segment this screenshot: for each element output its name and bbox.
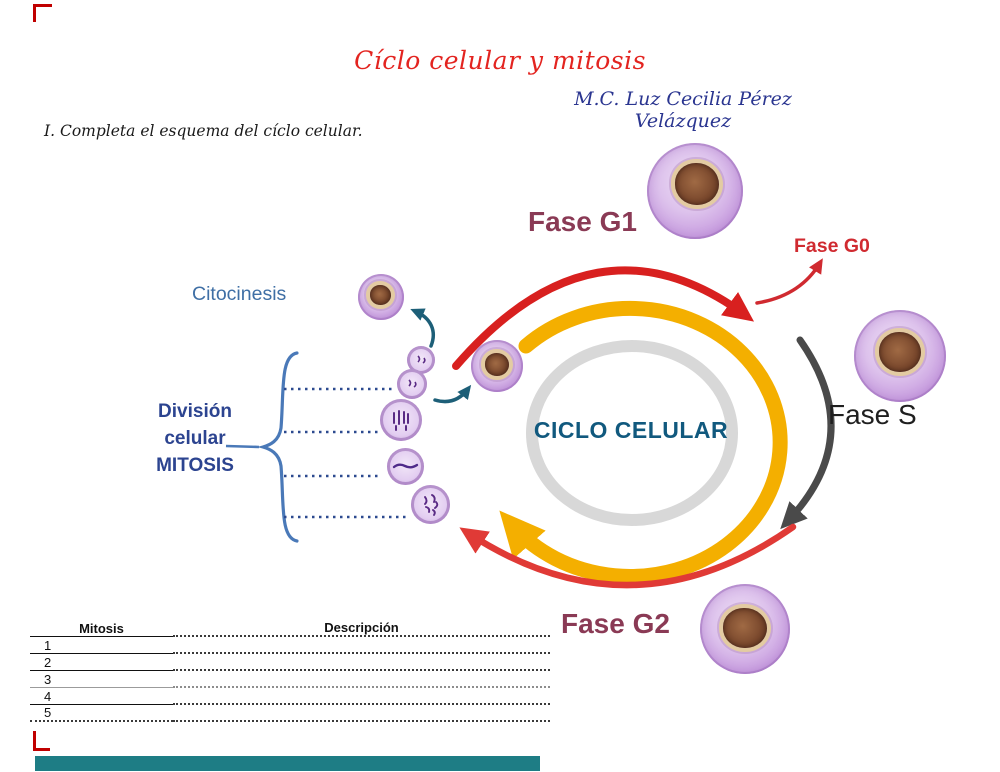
mitosis-answer-blank[interactable]: 5: [30, 705, 173, 722]
mitosis-answer-blank[interactable]: 3: [30, 672, 173, 688]
division-line-3: MITOSIS: [156, 455, 234, 476]
red-g2-arrow: [459, 523, 797, 589]
descripcion-answer-blank[interactable]: [173, 720, 550, 722]
cell-s-phase: [854, 310, 946, 402]
cell-cycle-reentry: [471, 340, 523, 392]
red-g1-arrow: [452, 266, 755, 370]
header-mitosis: Mitosis: [30, 621, 173, 637]
cell-g1-phase: [647, 143, 743, 239]
label-citocinesis: Citocinesis: [192, 283, 287, 305]
dark-s-arrow: [780, 336, 835, 530]
header-descripcion: Descripción: [173, 620, 550, 637]
cell-nucleus: [370, 285, 391, 305]
chromatin-marks: [408, 379, 417, 388]
footer-bar: [35, 756, 540, 771]
mitosis-answer-blank[interactable]: 1: [30, 638, 173, 654]
condensing-chromosome-marks: [424, 494, 439, 516]
yellow-cycle-arrow: [499, 300, 788, 584]
metaphase-plate-mark: [392, 463, 419, 469]
label-fase-g0: Fase G0: [794, 235, 870, 257]
label-division-celular-mitosis: División celular MITOSIS: [143, 398, 247, 479]
descripcion-answer-blank[interactable]: [173, 703, 550, 705]
inner-gray-ring: [526, 340, 738, 526]
page-border-corner-top-left: [33, 4, 52, 22]
cell-telophase-lobe-2: [397, 369, 427, 399]
division-line-2: celular: [164, 428, 226, 449]
brace-connector-line: [225, 444, 260, 449]
cell-anaphase: [380, 399, 422, 441]
mitosis-answer-blank[interactable]: 4: [30, 689, 173, 705]
g0-exit-arrow: [755, 258, 823, 305]
chromatin-marks: [417, 355, 426, 364]
page-border-corner-bottom-left: [33, 731, 50, 751]
mitosis-brace: [257, 351, 299, 543]
page-title: Cíclo celular y mitosis: [354, 46, 646, 75]
instruction-text: I. Completa el esquema del cíclo celular…: [44, 122, 363, 140]
label-fase-s: Fase S: [828, 399, 917, 430]
table-row: 1: [30, 637, 550, 654]
mitosis-answer-blank[interactable]: 2: [30, 655, 173, 671]
cell-nucleus: [485, 353, 509, 376]
cell-nucleus: [879, 332, 921, 372]
division-line-1: División: [158, 401, 232, 422]
label-ciclo-celular: CICLO CELULAR: [533, 417, 729, 443]
table-row: 5: [30, 705, 550, 722]
table-row: 2: [30, 654, 550, 671]
table-header-row: Mitosis Descripción: [30, 620, 550, 637]
cell-daughter: [358, 274, 404, 320]
descripcion-answer-blank[interactable]: [173, 669, 550, 671]
cell-g2-phase: [700, 584, 790, 674]
label-fase-g1: Fase G1: [528, 206, 637, 237]
teal-arrow-to-cycle-reentry: [433, 384, 472, 404]
mitosis-table: Mitosis Descripción 1 2 3 4 5: [30, 620, 550, 722]
cell-nucleus: [723, 608, 767, 648]
table-row: 4: [30, 688, 550, 705]
author-name: M.C. Luz Cecilia Pérez Velázquez: [574, 88, 792, 132]
cell-prophase: [411, 485, 450, 524]
cell-nucleus: [675, 163, 719, 205]
label-fase-g2: Fase G2: [561, 608, 670, 639]
teal-arrow-to-daughter-cell: [410, 308, 436, 348]
chromosome-marks: [393, 410, 409, 431]
descripcion-answer-blank[interactable]: [173, 652, 550, 654]
table-row: 3: [30, 671, 550, 688]
descripcion-answer-blank[interactable]: [173, 686, 550, 688]
cell-metaphase: [387, 448, 424, 485]
